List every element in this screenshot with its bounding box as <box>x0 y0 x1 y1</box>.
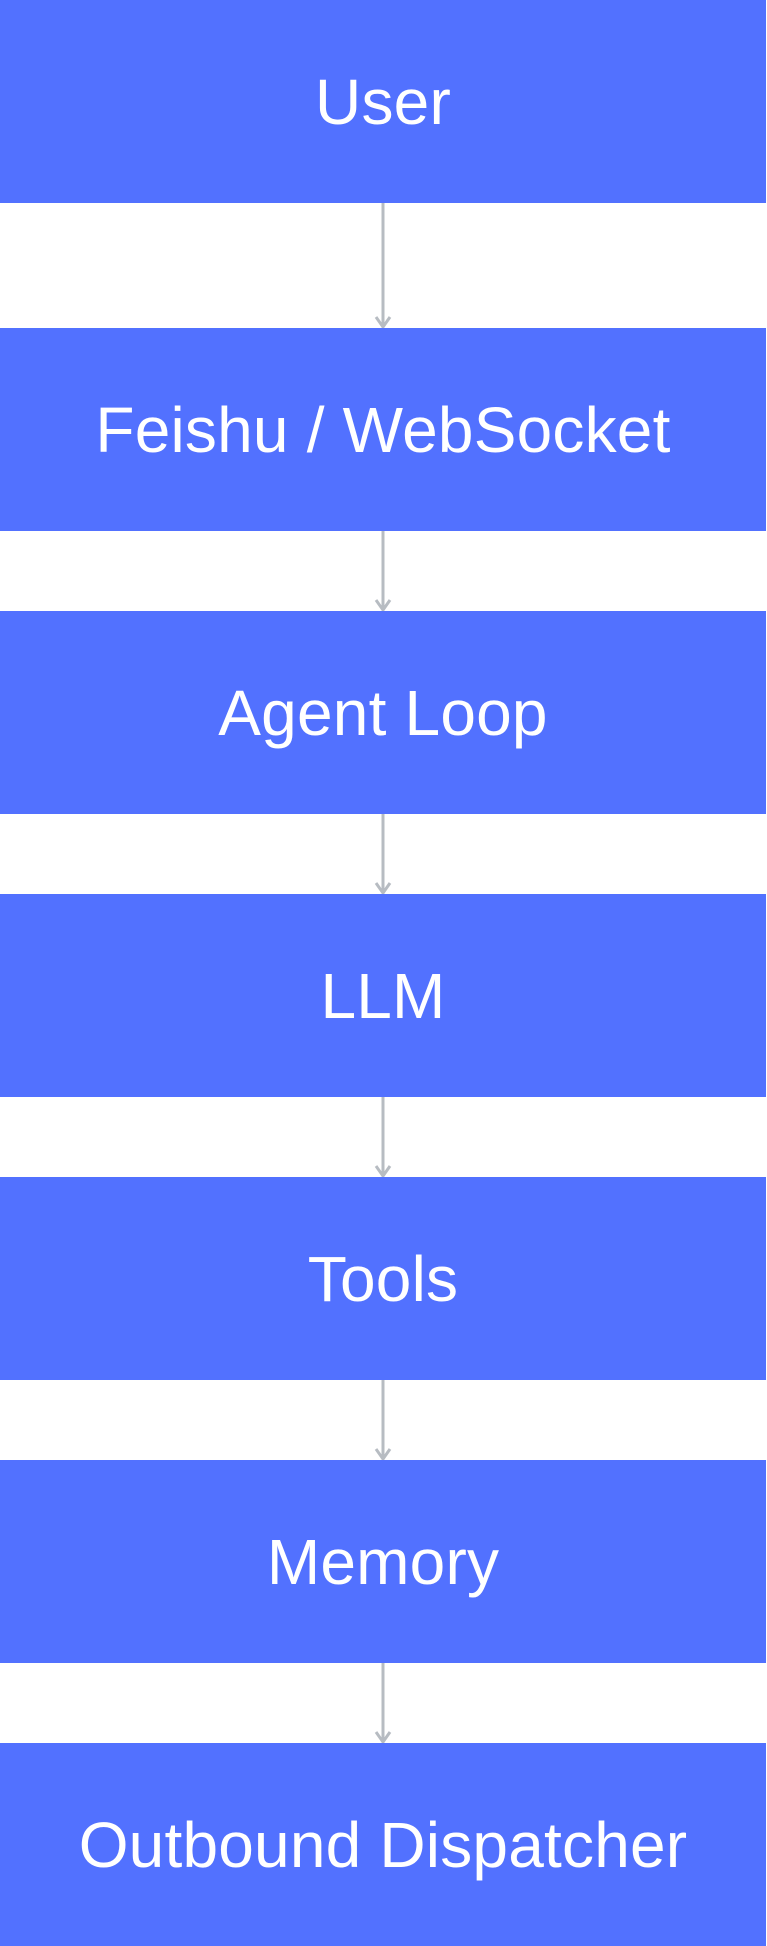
node-llm: LLM <box>0 894 766 1097</box>
node-label: LLM <box>320 959 446 1032</box>
arrow-llm-to-tools <box>373 1097 393 1178</box>
node-label: Agent Loop <box>218 676 548 749</box>
node-outbound-dispatcher: Outbound Dispatcher <box>0 1743 766 1946</box>
arrow-agent-loop-to-llm <box>373 814 393 895</box>
arrow-feishu-to-agent-loop <box>373 531 393 612</box>
node-tools: Tools <box>0 1177 766 1380</box>
arrow-user-to-feishu <box>373 203 393 329</box>
node-label: User <box>315 65 451 138</box>
node-label: Feishu / WebSocket <box>95 393 671 466</box>
node-user: User <box>0 0 766 203</box>
node-agent-loop: Agent Loop <box>0 611 766 814</box>
arrow-tools-to-memory <box>373 1380 393 1461</box>
node-label: Tools <box>307 1242 459 1315</box>
node-feishu-websocket: Feishu / WebSocket <box>0 328 766 531</box>
arrow-memory-to-outbound <box>373 1663 393 1744</box>
node-memory: Memory <box>0 1460 766 1663</box>
node-label: Memory <box>266 1525 500 1598</box>
node-label: Outbound Dispatcher <box>78 1808 688 1881</box>
